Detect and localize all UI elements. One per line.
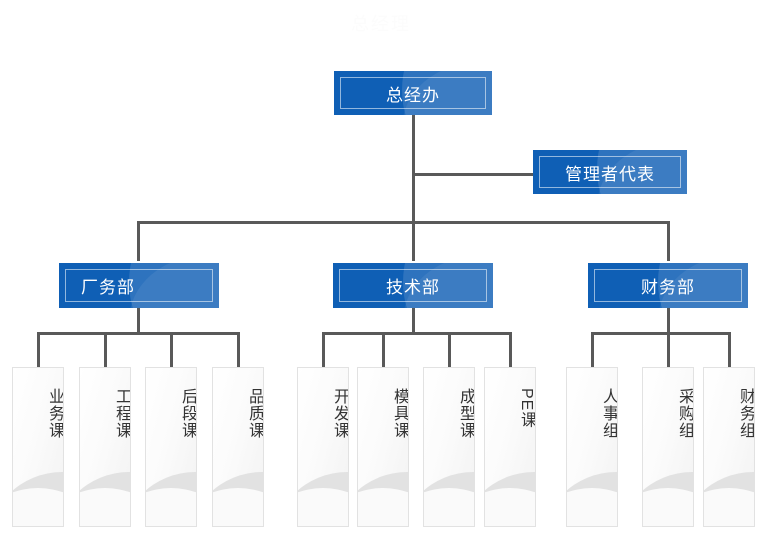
decorative-arc <box>146 472 196 526</box>
node-leaf-business-section[interactable]: 业务课 <box>12 367 64 527</box>
connector-dept1-child3 <box>170 332 173 368</box>
connector-dept3-child3 <box>728 332 731 368</box>
node-leaf-mold-section[interactable]: 模具课 <box>357 367 409 527</box>
node-leaf-hr-group[interactable]: 人事组 <box>566 367 618 527</box>
connector-dept2-bus <box>322 332 512 335</box>
decorative-arc-highlight <box>485 488 535 526</box>
node-label: 人事组 <box>600 388 617 439</box>
decorative-arc-highlight <box>567 488 617 526</box>
node-department-1[interactable]: 厂务部 <box>59 263 219 308</box>
connector-drop-dept1 <box>137 221 140 261</box>
decorative-arc-highlight <box>358 488 408 526</box>
node-label: 业务课 <box>46 388 63 439</box>
connector-dept2-child3 <box>448 332 451 368</box>
node-label: 技术部 <box>386 278 440 297</box>
node-label: 后段课 <box>179 388 196 439</box>
connector-drop-dept2 <box>412 221 415 261</box>
node-department-2[interactable]: 技术部 <box>333 263 493 308</box>
decorative-arc-highlight <box>643 488 693 526</box>
decorative-arc <box>704 472 754 526</box>
node-leaf-finance-group[interactable]: 财务组 <box>703 367 755 527</box>
decorative-arc <box>13 472 63 526</box>
connector-dept2-stem <box>412 308 415 334</box>
connector-dept2-child2 <box>382 332 385 368</box>
node-label: 品质课 <box>246 388 263 439</box>
decorative-arc-highlight <box>146 488 196 526</box>
decorative-arc <box>567 472 617 526</box>
connector-dept1-child4 <box>237 332 240 368</box>
connector-drop-dept3 <box>667 221 670 261</box>
node-leaf-quality-section[interactable]: 品质课 <box>212 367 264 527</box>
decorative-arc-highlight <box>213 488 263 526</box>
watermark-text: 总经理 <box>351 14 411 34</box>
connector-dept1-bus <box>37 332 237 335</box>
decorative-arc-highlight <box>80 488 130 526</box>
decorative-arc-highlight <box>704 488 754 526</box>
connector-dept3-bus <box>591 332 728 335</box>
decorative-arc <box>485 472 535 526</box>
node-label: 工程课 <box>113 388 130 439</box>
connector-root-stem <box>412 114 415 224</box>
decorative-arc <box>80 472 130 526</box>
decorative-arc <box>643 472 693 526</box>
decorative-arc <box>213 472 263 526</box>
node-leaf-back-end-section[interactable]: 后段课 <box>145 367 197 527</box>
node-label: PE课 <box>518 388 535 429</box>
node-label: 成型课 <box>457 388 474 439</box>
connector-dept1-stem <box>137 308 140 334</box>
node-leaf-purchasing-group[interactable]: 采购组 <box>642 367 694 527</box>
decorative-arc <box>298 472 348 526</box>
decorative-arc <box>358 472 408 526</box>
node-department-3[interactable]: 财务部 <box>588 263 748 308</box>
node-general-manager-office[interactable]: 总经办 <box>334 71 492 115</box>
node-leaf-pe-section[interactable]: PE课 <box>484 367 536 527</box>
decorative-arc-highlight <box>424 488 474 526</box>
decorative-arc-highlight <box>298 488 348 526</box>
connector-dept1-child1 <box>37 332 40 368</box>
node-label: 总经办 <box>386 85 440 105</box>
node-label: 厂务部 <box>81 278 135 297</box>
connector-dept2-child4 <box>509 332 512 368</box>
node-label: 管理者代表 <box>565 164 655 184</box>
node-label: 开发课 <box>331 388 348 439</box>
connector-department-bus <box>137 221 670 224</box>
connector-dept3-child2 <box>667 332 670 368</box>
node-label: 采购组 <box>676 388 693 439</box>
connector-to-management-rep <box>412 173 534 176</box>
decorative-arc <box>424 472 474 526</box>
decorative-arc-highlight <box>13 488 63 526</box>
node-label: 模具课 <box>391 388 408 439</box>
node-leaf-molding-section[interactable]: 成型课 <box>423 367 475 527</box>
connector-dept3-stem <box>667 308 670 334</box>
node-label: 财务部 <box>641 278 695 297</box>
connector-dept2-child1 <box>322 332 325 368</box>
connector-dept1-child2 <box>104 332 107 368</box>
connector-dept3-child1 <box>591 332 594 368</box>
node-management-representative[interactable]: 管理者代表 <box>533 150 687 194</box>
node-leaf-development-section[interactable]: 开发课 <box>297 367 349 527</box>
node-label: 财务组 <box>737 388 754 439</box>
node-leaf-engineering-section[interactable]: 工程课 <box>79 367 131 527</box>
